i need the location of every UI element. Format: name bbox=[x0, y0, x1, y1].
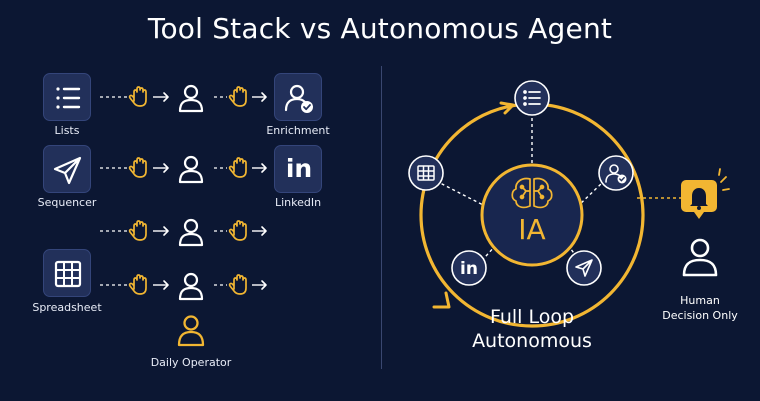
hand-icon bbox=[128, 274, 147, 295]
hand-icon bbox=[128, 86, 147, 107]
ai-core bbox=[480, 163, 584, 267]
list-icon bbox=[523, 90, 541, 106]
loop-node-linkedin: in bbox=[451, 250, 487, 286]
ai-core-label: IA bbox=[518, 213, 545, 246]
grid-icon bbox=[43, 249, 91, 297]
linkedin-icon: in bbox=[274, 145, 322, 193]
human-label-line2: Decision Only bbox=[662, 309, 738, 322]
person-icon bbox=[178, 218, 204, 247]
human-label-line1: Human bbox=[680, 294, 720, 307]
hand-icon bbox=[128, 157, 147, 178]
section-divider bbox=[381, 66, 382, 369]
tool-label-lists: Lists bbox=[54, 124, 80, 137]
loop-arrow-icon bbox=[432, 291, 451, 309]
user-check-icon bbox=[605, 164, 627, 184]
person-icon bbox=[178, 272, 204, 301]
flow-row-1 bbox=[100, 84, 267, 113]
person-icon bbox=[178, 155, 204, 184]
loop-arrow-icon bbox=[499, 101, 515, 115]
output-label-enrichment: Enrichment bbox=[266, 124, 330, 137]
loop-node-enrichment bbox=[598, 155, 634, 191]
grid-icon bbox=[417, 165, 435, 181]
tool-label-sequencer: Sequencer bbox=[37, 196, 97, 209]
loop-node-spreadsheet bbox=[408, 155, 444, 191]
person-icon bbox=[178, 84, 204, 113]
loop-node-sequencer bbox=[566, 250, 602, 286]
caption-autonomous: Autonomous bbox=[472, 330, 592, 352]
human-icon bbox=[682, 238, 718, 277]
hand-icon bbox=[228, 220, 247, 241]
daily-operator-label: Daily Operator bbox=[150, 356, 232, 369]
linkedin-icon: in bbox=[460, 259, 478, 279]
flow-row-2 bbox=[100, 155, 267, 184]
linkedin-glyph: in bbox=[285, 154, 313, 183]
bell-notification bbox=[681, 168, 730, 219]
paper-plane-icon bbox=[575, 259, 593, 277]
daily-operator-icon bbox=[177, 315, 205, 347]
hand-icon bbox=[228, 157, 247, 178]
hand-icon bbox=[128, 220, 147, 241]
list-icon bbox=[43, 73, 91, 121]
agent-loop-diagram: IA bbox=[408, 80, 730, 328]
brain-icon bbox=[511, 177, 553, 209]
loop-node-list bbox=[514, 80, 550, 116]
bell-icon bbox=[690, 188, 708, 210]
flow-row-3 bbox=[100, 218, 267, 247]
user-check-icon bbox=[274, 73, 322, 121]
output-label-linkedin: LinkedIn bbox=[274, 196, 322, 209]
page-title: Tool Stack vs Autonomous Agent bbox=[147, 12, 613, 45]
flow-row-4 bbox=[100, 272, 267, 301]
hand-icon bbox=[228, 274, 247, 295]
tool-flow-rows bbox=[100, 84, 267, 347]
caption-full-loop: Full Loop bbox=[489, 306, 575, 328]
tool-label-spreadsheet: Spreadsheet bbox=[32, 301, 102, 314]
paper-plane-icon bbox=[43, 145, 91, 193]
hand-icon bbox=[228, 86, 247, 107]
